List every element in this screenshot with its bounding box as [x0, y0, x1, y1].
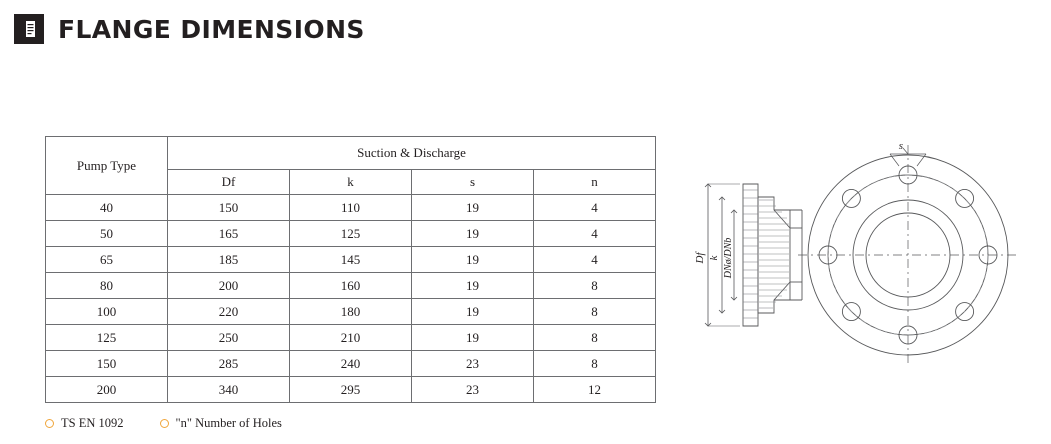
table-row: 100 220 180 19 8: [45, 298, 656, 325]
cell-k: 145: [289, 246, 412, 273]
cell-k: 295: [289, 376, 412, 403]
bullet-icon: [159, 419, 169, 428]
table-row: 65 185 145 19 4: [45, 246, 656, 273]
legend-label: TS EN 1092: [61, 416, 124, 430]
header-df: Df: [167, 169, 290, 195]
table-row: 40 150 110 19 4: [45, 194, 656, 221]
cell-n: 8: [533, 272, 656, 299]
table-row: 80 200 160 19 8: [45, 272, 656, 299]
cell-n: 8: [533, 324, 656, 351]
table-row: 150 285 240 23 8: [45, 350, 656, 377]
cell-df: 185: [167, 246, 290, 273]
cell-n: 8: [533, 298, 656, 325]
page-title: FLANGE DIMENSIONS: [58, 14, 365, 44]
cell-df: 200: [167, 272, 290, 299]
table-row: 200 340 295 23 12: [45, 376, 656, 403]
cell-n: 8: [533, 350, 656, 377]
cell-s: 19: [411, 272, 534, 299]
cell-k: 125: [289, 220, 412, 247]
cell-df: 250: [167, 324, 290, 351]
drawing-label-dn: DNø/DNb: [723, 238, 734, 280]
cell-df: 165: [167, 220, 290, 247]
cell-s: 23: [411, 376, 534, 403]
table-row: 125 250 210 19 8: [45, 324, 656, 351]
legend-item-standard: TS EN 1092: [45, 416, 124, 431]
cell-df: 285: [167, 350, 290, 377]
bullet-icon: [45, 419, 54, 428]
legend-label: "n" Number of Holes: [175, 416, 282, 430]
cell-n: 4: [533, 220, 656, 247]
cell-df: 220: [167, 298, 290, 325]
table-body: 40 150 110 19 4 50 165 125 19 4 65 185 1…: [45, 194, 656, 403]
header-pump-type: Pump Type: [45, 136, 168, 195]
cell-df: 340: [167, 376, 290, 403]
cell-pump-type: 125: [45, 324, 168, 351]
table-header-row-2: Df k s n: [46, 169, 656, 195]
header-s: s: [411, 169, 534, 195]
cell-s: 19: [411, 246, 534, 273]
cell-pump-type: 40: [45, 194, 168, 221]
header-n: n: [533, 169, 656, 195]
cell-s: 19: [411, 324, 534, 351]
cell-s: 19: [411, 298, 534, 325]
cell-n: 12: [533, 376, 656, 403]
cell-k: 160: [289, 272, 412, 299]
table-row: 50 165 125 19 4: [45, 220, 656, 247]
legend-item-holes: "n" Number of Holes: [159, 416, 282, 431]
cell-k: 210: [289, 324, 412, 351]
cell-n: 4: [533, 246, 656, 273]
page-header: FLANGE DIMENSIONS: [14, 14, 365, 44]
cell-n: 4: [533, 194, 656, 221]
flange-dimensions-table: Pump Type Suction & Discharge Df k s n 4…: [45, 136, 656, 403]
document-icon: [14, 14, 44, 44]
cell-s: 23: [411, 350, 534, 377]
drawing-label-s: s: [899, 140, 903, 152]
legend: TS EN 1092 "n" Number of Holes: [45, 416, 282, 431]
header-suction-discharge: Suction & Discharge: [167, 136, 656, 170]
drawing-label-k: k: [708, 254, 720, 260]
cell-pump-type: 150: [45, 350, 168, 377]
cell-pump-type: 80: [45, 272, 168, 299]
cell-k: 180: [289, 298, 412, 325]
cell-pump-type: 50: [45, 220, 168, 247]
cell-df: 150: [167, 194, 290, 221]
table-header-row-1: Pump Type Suction & Discharge: [45, 136, 656, 195]
drawing-label-df: Df: [694, 251, 706, 265]
header-k: k: [289, 169, 412, 195]
cell-s: 19: [411, 220, 534, 247]
cell-s: 19: [411, 194, 534, 221]
cell-pump-type: 100: [45, 298, 168, 325]
cell-pump-type: 200: [45, 376, 168, 403]
cell-k: 240: [289, 350, 412, 377]
cell-k: 110: [289, 194, 412, 221]
cell-pump-type: 65: [45, 246, 168, 273]
flange-technical-drawing: Df k DNø/DNb s: [690, 140, 1035, 370]
